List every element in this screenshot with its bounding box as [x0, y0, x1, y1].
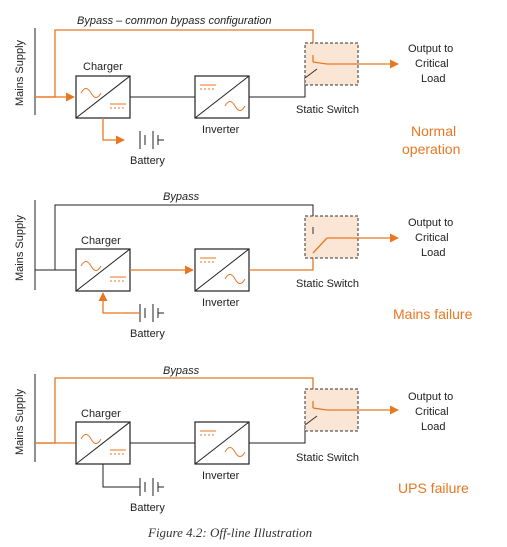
inverter-box: [194, 248, 250, 292]
inverter-label: Inverter: [202, 297, 240, 309]
panel-ups-failure: Mains Supply Bypass Charger Battery: [14, 365, 469, 514]
charger-to-battery-line: [102, 464, 140, 488]
static-switch: [304, 215, 359, 259]
inverter-to-switch-line: [249, 78, 306, 98]
charger-label: Charger: [81, 235, 121, 247]
static-switch-label: Static Switch: [296, 104, 359, 116]
output-label-line2: Critical: [415, 232, 449, 244]
inverter-to-switch-path: [249, 253, 314, 271]
inverter-box: [194, 421, 250, 465]
battery-label: Battery: [130, 502, 165, 514]
output-label-line3: Load: [421, 73, 445, 85]
output-label-line2: Critical: [415, 58, 449, 70]
battery-label: Battery: [130, 328, 165, 340]
mains-supply-label: Mains Supply: [14, 214, 26, 281]
bypass-label: Bypass: [163, 365, 200, 377]
panel-mains-failure: Mains Supply Bypass Charger Battery: [14, 191, 473, 340]
inverter-label: Inverter: [202, 124, 240, 136]
charger-label: Charger: [83, 61, 123, 73]
charger-box: [75, 75, 131, 119]
panel-normal-operation: Mains Supply Bypass – common bypass conf…: [14, 15, 460, 167]
static-switch-label: Static Switch: [296, 452, 359, 464]
mains-supply-label: Mains Supply: [14, 388, 26, 455]
bypass-path: [35, 377, 318, 444]
battery-label: Battery: [130, 155, 165, 167]
output-label-line3: Load: [421, 421, 445, 433]
charger-box: [75, 421, 131, 465]
bypass-label: Bypass: [163, 191, 200, 203]
battery-symbol: [139, 131, 164, 149]
mode-label-line1: Normal: [411, 123, 456, 139]
inverter-to-switch-line: [249, 425, 306, 444]
output-label-line3: Load: [421, 247, 445, 259]
inverter-label: Inverter: [202, 470, 240, 482]
charger-box: [75, 248, 131, 292]
mode-label-line2: operation: [402, 141, 460, 157]
battery-symbol: [139, 478, 164, 496]
bypass-path: [35, 29, 318, 98]
battery-to-dclink-arrow: [98, 292, 124, 314]
mains-supply-label: Mains Supply: [14, 39, 26, 106]
static-switch-label: Static Switch: [296, 278, 359, 290]
mode-label: Mains failure: [393, 306, 473, 322]
bypass-label: Bypass – common bypass configuration: [77, 15, 271, 27]
inverter-box: [194, 75, 250, 119]
bypass-path: [35, 204, 314, 271]
output-label-line1: Output to: [408, 217, 453, 229]
output-label-line2: Critical: [415, 406, 449, 418]
output-label-line1: Output to: [408, 43, 453, 55]
figure-caption: Figure 4.2: Off-line Illustration: [147, 525, 312, 540]
mode-label: UPS failure: [398, 480, 469, 496]
charger-label: Charger: [81, 408, 121, 420]
output-label-line1: Output to: [408, 391, 453, 403]
charger-to-battery-arrow: [102, 118, 125, 145]
battery-symbol: [124, 304, 164, 322]
